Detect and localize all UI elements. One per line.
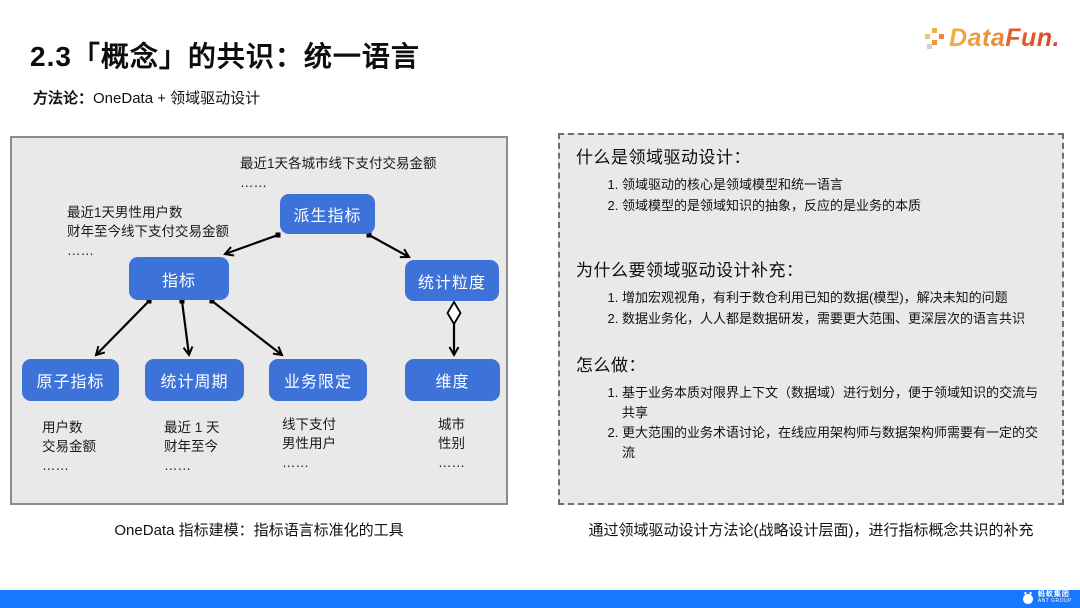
methodology-line: 方法论：OneData + 领域驱动设计 <box>33 87 260 108</box>
ddd-list-item: 领域模型的是领域知识的抽象，反应的是业务的本质 <box>622 196 1044 216</box>
methodology-label: 方法论： <box>33 90 94 107</box>
footer-brand-bar: 蚂蚁集团 ANT GROUP <box>0 590 1080 608</box>
annotation-atomic-examples: 用户数 交易金额 …… <box>42 420 96 473</box>
node-dimension: 维度 <box>405 359 500 401</box>
logo-text-data: Data <box>949 24 1006 52</box>
node-metric: 指标 <box>129 257 229 300</box>
logo-pixel-icon <box>927 44 933 49</box>
annotation-metric-examples: 最近1天男性用户数 财年至今线下支付交易金额 …… <box>67 205 229 258</box>
ddd-list-item: 基于业务本质对限界上下文（数据域）进行划分，便于领域知识的交流与共享 <box>622 383 1044 422</box>
page-title: 2.3「概念」的共识：统一语言 <box>30 40 420 72</box>
ddd-section-list: 领域驱动的核心是领域模型和统一语言 领域模型的是领域知识的抽象，反应的是业务的本… <box>576 175 1044 215</box>
ddd-list-item: 增加宏观视角，有利于数仓利用已知的数据(模型)，解决未知的问题 <box>622 288 1044 308</box>
logo-pixel-icon <box>932 40 938 45</box>
ddd-section-how: 怎么做： 基于业务本质对限界上下文（数据域）进行划分，便于领域知识的交流与共享 … <box>576 351 1052 463</box>
ddd-list-item: 领域驱动的核心是领域模型和统一语言 <box>622 175 1044 195</box>
ddd-section-heading: 怎么做： <box>576 356 646 375</box>
node-derived-metric: 派生指标 <box>280 194 375 234</box>
ddd-section-list: 基于业务本质对限界上下文（数据域）进行划分，便于领域知识的交流与共享 更大范围的… <box>576 383 1044 462</box>
annotation-dimension-examples: 城市 性别 …… <box>438 417 465 470</box>
ddd-list-item: 数据业务化，人人都是数据研发，需要更大范围、更深层次的语言共识 <box>622 309 1044 329</box>
brand-name-cn: 蚂蚁集团 <box>1037 591 1070 599</box>
ddd-section-list: 增加宏观视角，有利于数仓利用已知的数据(模型)，解决未知的问题 数据业务化，人人… <box>576 288 1044 328</box>
diagram-caption: OneData 指标建模：指标语言标准化的工具 <box>114 522 404 539</box>
node-business-qualifier: 业务限定 <box>269 359 367 401</box>
brand-name-en: ANT GROUP <box>1037 598 1072 605</box>
node-statistical-period: 统计周期 <box>145 359 244 401</box>
logo-pixel-icon <box>939 34 945 39</box>
ddd-section-heading: 为什么要领域驱动设计补充： <box>576 261 804 280</box>
ddd-list-item: 更大范围的业务术语讨论，在线应用架构师与数据架构师需要有一定的交流 <box>622 423 1044 462</box>
logo-pixel-icon <box>925 34 931 39</box>
logo-text-fun: Fun. <box>1005 24 1060 52</box>
ant-group-brand: 蚂蚁集团 ANT GROUP <box>1021 591 1072 605</box>
methodology-value: OneData + 领域驱动设计 <box>93 90 261 107</box>
ddd-section-what: 什么是领域驱动设计： 领域驱动的核心是领域模型和统一语言 领域模型的是领域知识的… <box>576 143 1052 216</box>
node-atomic-metric: 原子指标 <box>22 359 119 401</box>
ddd-section-why: 为什么要领域驱动设计补充： 增加宏观视角，有利于数仓利用已知的数据(模型)，解决… <box>576 256 1052 329</box>
annotation-period-examples: 最近 1 天 财年至今 …… <box>164 420 220 473</box>
ddd-caption: 通过领域驱动设计方法论(战略设计层面)，进行指标概念共识的补充 <box>588 522 1034 539</box>
ant-icon <box>1022 592 1033 605</box>
annotation-business-examples: 线下支付 男性用户 …… <box>282 417 336 470</box>
logo-pixel-icon <box>932 28 938 33</box>
annotation-derived-examples: 最近1天各城市线下支付交易金额 …… <box>240 156 437 190</box>
datafun-logo: DataFun. <box>923 24 1060 60</box>
brand-text: 蚂蚁集团 ANT GROUP <box>1038 591 1072 605</box>
logo-text: DataFun. <box>923 24 1060 53</box>
onedata-diagram-panel: 派生指标 指标 统计粒度 原子指标 统计周期 业务限定 维度 最近1天各城市线下… <box>10 136 508 505</box>
ddd-panel: 什么是领域驱动设计： 领域驱动的核心是领域模型和统一语言 领域模型的是领域知识的… <box>558 133 1064 505</box>
node-statistical-granularity: 统计粒度 <box>405 260 499 301</box>
ddd-section-heading: 什么是领域驱动设计： <box>576 148 751 167</box>
